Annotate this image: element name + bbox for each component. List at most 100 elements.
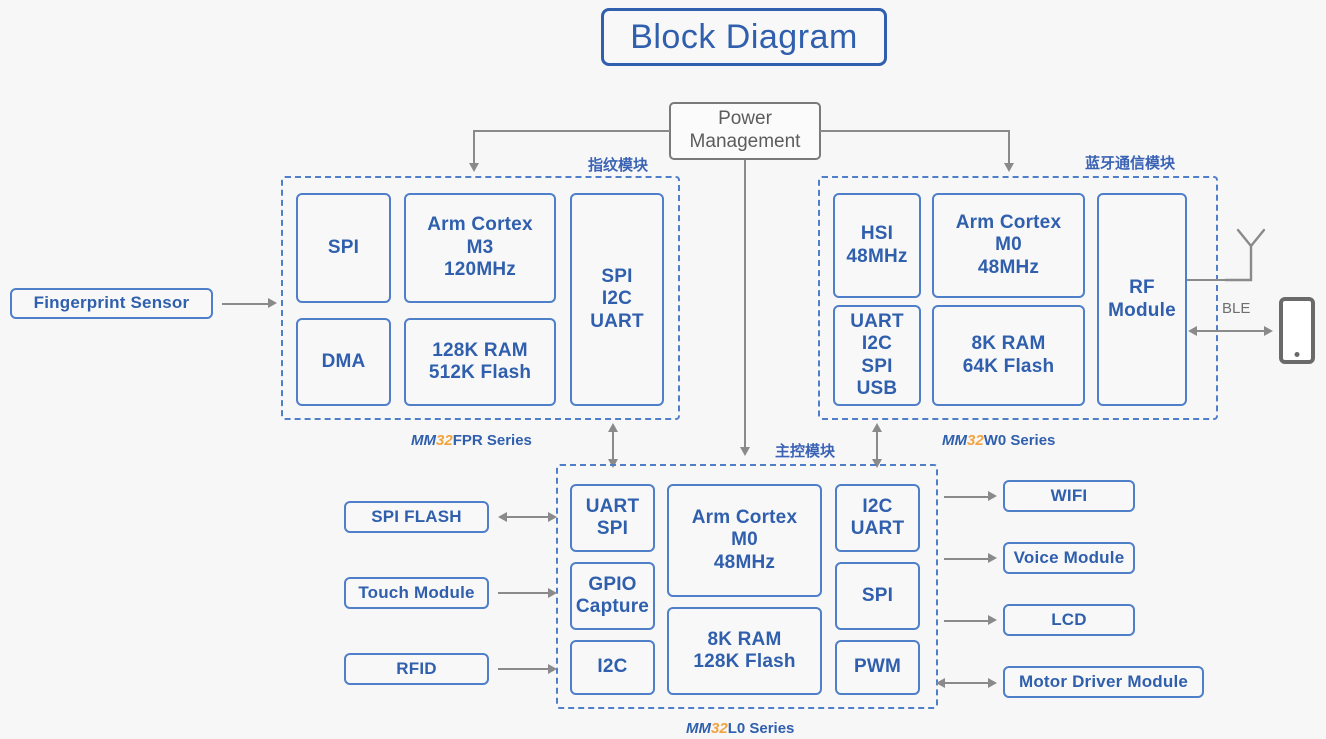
spi-flash-connector <box>506 516 552 518</box>
smartphone-icon <box>1279 297 1315 364</box>
fpr-series-num: 32 <box>436 432 453 449</box>
ble-memory-line1: 8K RAM <box>971 333 1046 355</box>
fingerprint-sensor-arrowhead <box>268 298 277 308</box>
ble-series-rest: W0 Series <box>983 432 1056 449</box>
main-module-cn-label: 主控模块 <box>775 443 836 460</box>
lcd-arrowhead <box>988 615 997 625</box>
power-center-drop <box>744 160 746 450</box>
rf-to-antenna-line <box>1187 279 1227 281</box>
ble-core-line2: M0 <box>995 234 1022 256</box>
main-pwm-block: PWM <box>835 640 920 695</box>
ble-io-line3: SPI <box>861 355 893 377</box>
fpr-core-line2: M3 <box>466 236 494 258</box>
main-uart-spi-line2: SPI <box>596 518 629 539</box>
fpr-series-mm: MM <box>411 432 436 449</box>
page-title-text: Block Diagram <box>630 17 858 56</box>
ble-io-line2: I2C <box>861 333 893 355</box>
voice-module-arrowhead <box>988 553 997 563</box>
bluetooth-module-container <box>818 176 1218 420</box>
spi-flash-arrow-right <box>548 512 557 522</box>
main-pwm-label: PWM <box>853 656 902 678</box>
voice-module-connector <box>944 558 990 560</box>
main-series-num: 32 <box>711 720 728 737</box>
ble-hsi-line1: HSI <box>860 223 894 245</box>
bluetooth-module-cn-label: 蓝牙通信模块 <box>1085 155 1176 172</box>
peripheral-spi-flash-label: SPI FLASH <box>371 506 462 526</box>
ble-to-main-line <box>876 428 878 462</box>
peripheral-motor-driver-module-label: Motor Driver Module <box>1018 671 1189 691</box>
main-i2c-uart-block: I2C UART <box>835 484 920 552</box>
ble-to-main-arrow-up <box>872 423 882 432</box>
power-right-bus <box>820 130 1010 132</box>
power-right-arrowhead <box>1004 163 1014 172</box>
main-core-line1: Arm Cortex <box>691 506 798 528</box>
peripheral-lcd: LCD <box>1003 604 1135 636</box>
peripheral-voice-module: Voice Module <box>1003 542 1135 574</box>
motor-driver-arrow-left <box>936 678 945 688</box>
fpr-memory-block: 128K RAM 512K Flash <box>404 318 556 406</box>
fingerprint-sensor-block: Fingerprint Sensor <box>10 288 213 319</box>
main-i2c-uart-line1: I2C <box>862 495 893 517</box>
main-i2c-block: I2C <box>570 640 655 695</box>
main-spi-block: SPI <box>835 562 920 630</box>
main-i2c-uart-line2: UART <box>850 518 905 539</box>
fpr-core-line3: 120MHz <box>444 259 516 281</box>
page-title: Block Diagram <box>601 8 887 66</box>
peripheral-touch-module: Touch Module <box>344 577 489 609</box>
peripheral-rfid-label: RFID <box>396 658 437 678</box>
fpr-core-block: Arm Cortex M3 120MHz <box>404 193 556 303</box>
fpr-series-label: MM32FPR Series <box>411 432 532 449</box>
ble-memory-line2: 64K Flash <box>962 355 1055 377</box>
ble-link-arrow-left <box>1188 326 1197 336</box>
main-core-line2: M0 <box>731 529 758 551</box>
ble-link-arrow-right <box>1264 326 1273 336</box>
main-spi-label: SPI <box>861 584 894 606</box>
ble-core-block: Arm Cortex M0 48MHz <box>932 193 1085 298</box>
lcd-connector <box>944 620 990 622</box>
peripheral-motor-driver-module: Motor Driver Module <box>1003 666 1204 698</box>
main-series-label: MM32L0 Series <box>686 720 794 737</box>
rfid-connector <box>498 668 550 670</box>
ble-hsi-block: HSI 48MHz <box>833 193 921 298</box>
ble-series-mm: MM <box>942 432 967 449</box>
main-gpio-line1: GPIO <box>588 573 637 595</box>
main-gpio-line2: Capture <box>575 596 650 617</box>
fingerprint-sensor-connector <box>222 303 270 305</box>
fpr-io-line2: I2C <box>601 288 633 310</box>
fpr-io-line1: SPI <box>601 265 633 287</box>
peripheral-wifi-label: WIFI <box>1050 485 1088 505</box>
motor-driver-connector <box>944 682 990 684</box>
power-left-arrowhead <box>469 163 479 172</box>
ble-io-line1: UART <box>850 310 904 332</box>
peripheral-rfid: RFID <box>344 653 489 685</box>
ble-rf-line2: Module <box>1108 299 1176 321</box>
power-left-bus <box>473 130 670 132</box>
main-memory-line2: 128K Flash <box>693 651 796 672</box>
ble-rf-block: RF Module <box>1097 193 1187 406</box>
antenna-icon <box>1224 228 1278 288</box>
peripheral-spi-flash: SPI FLASH <box>344 501 489 533</box>
main-core-line3: 48MHz <box>713 551 776 573</box>
peripheral-touch-module-label: Touch Module <box>358 582 475 602</box>
power-right-drop <box>1008 130 1010 166</box>
main-uart-spi-line1: UART <box>585 495 640 517</box>
ble-series-label: MM32W0 Series <box>942 432 1055 449</box>
fpr-dma-label: DMA <box>321 350 366 372</box>
fpr-spi-label: SPI <box>327 236 360 258</box>
peripheral-lcd-label: LCD <box>1051 609 1087 629</box>
phone-home-button <box>1294 352 1300 357</box>
main-memory-block: 8K RAM 128K Flash <box>667 607 822 695</box>
main-series-rest: L0 Series <box>727 720 795 737</box>
ble-link-line <box>1196 330 1268 332</box>
ble-io-line4: USB <box>856 377 898 399</box>
fpr-spi-block: SPI <box>296 193 391 303</box>
touch-module-arrowhead <box>548 588 557 598</box>
main-gpio-block: GPIO Capture <box>570 562 655 630</box>
ble-series-num: 32 <box>967 432 984 449</box>
wifi-arrowhead <box>988 491 997 501</box>
rfid-arrowhead <box>548 664 557 674</box>
main-i2c-label: I2C <box>597 656 628 678</box>
fingerprint-module-container <box>281 176 680 420</box>
ble-hsi-line2: 48MHz <box>846 245 908 267</box>
